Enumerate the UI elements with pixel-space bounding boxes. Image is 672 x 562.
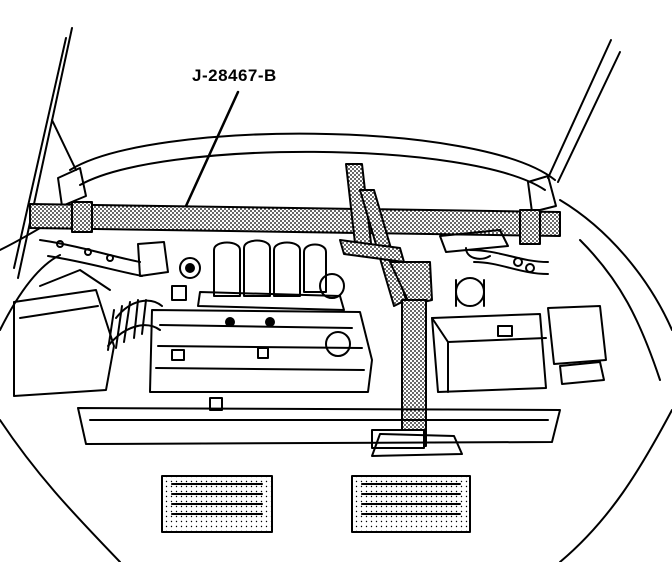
strut-bracket-right bbox=[527, 175, 557, 213]
fender-outline bbox=[0, 132, 672, 562]
callout-leader bbox=[184, 90, 240, 208]
battery bbox=[431, 313, 547, 393]
right-harness bbox=[469, 249, 549, 275]
air-cleaner bbox=[13, 269, 115, 397]
engine-support-bar bbox=[29, 201, 561, 245]
radiator-support bbox=[77, 407, 561, 457]
left-harness bbox=[39, 239, 143, 277]
strut-bracket-left bbox=[57, 167, 87, 207]
engine-cylinder-head bbox=[149, 309, 373, 411]
intake-manifold bbox=[197, 239, 345, 311]
grille-left bbox=[161, 475, 273, 533]
air-intake-hose bbox=[107, 299, 163, 351]
grille-right bbox=[351, 475, 471, 533]
coolant-reservoir bbox=[439, 229, 509, 307]
relay-box bbox=[547, 305, 607, 385]
tool-callout-label: J-28467-B bbox=[192, 66, 277, 85]
throttle-body bbox=[137, 241, 201, 301]
lifting-arm bbox=[339, 163, 433, 449]
